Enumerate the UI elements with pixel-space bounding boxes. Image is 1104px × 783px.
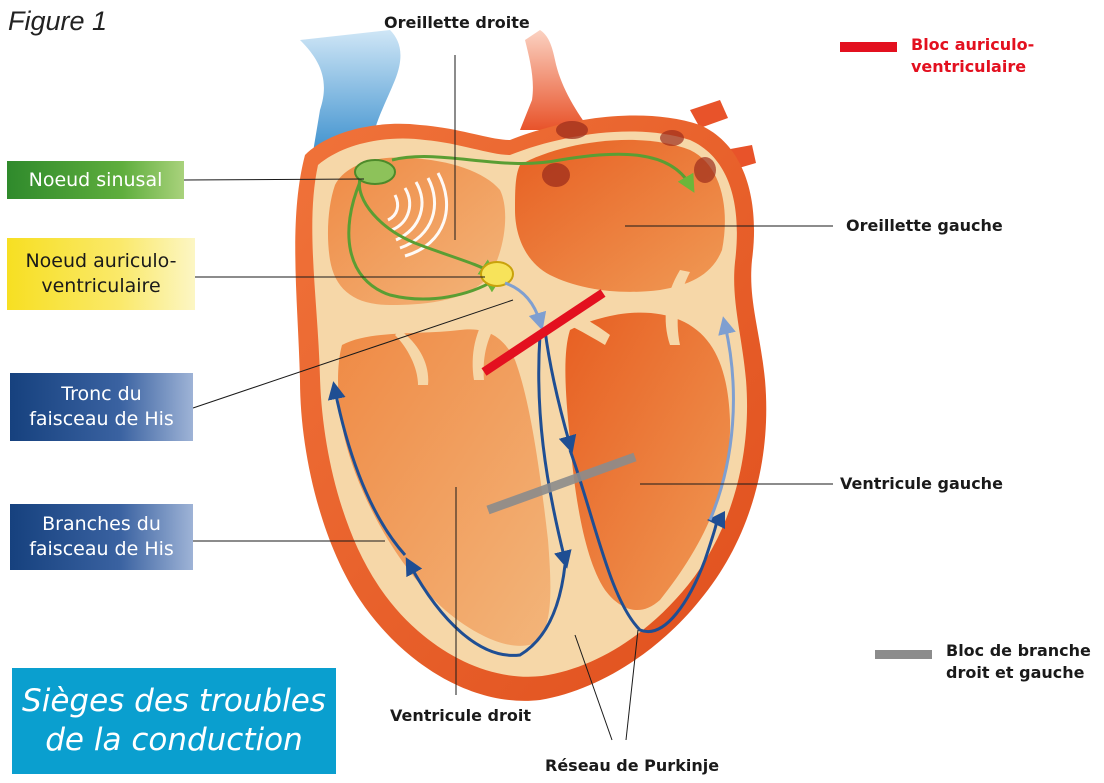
box-sieges-line1: Sièges des troubles bbox=[22, 683, 326, 719]
box-noeud-av-line2: ventriculaire bbox=[41, 275, 161, 297]
sinus-node bbox=[354, 159, 396, 185]
septum-flap-1 bbox=[472, 310, 500, 380]
his-branches bbox=[327, 316, 736, 657]
legend-bundle-branch-block: Bloc de branche droit et gauche bbox=[946, 640, 1091, 684]
box-noeud-av: Noeud auriculo- ventriculaire bbox=[7, 238, 195, 310]
septum-flap-2 bbox=[540, 300, 610, 345]
legend-swatch-bundle-branch-block bbox=[875, 650, 932, 659]
label-ventricule-gauche: Ventricule gauche bbox=[840, 474, 1003, 493]
legend-bundle-branch-line2: droit et gauche bbox=[946, 663, 1085, 682]
figure-title: Figure 1 bbox=[8, 6, 108, 36]
box-tronc-his-line1: Tronc du bbox=[61, 383, 142, 405]
box-tronc-his-line2: faisceau de His bbox=[29, 408, 174, 430]
box-branches-his-line2: faisceau de His bbox=[29, 538, 174, 560]
box-branches-his: Branches du faisceau de His bbox=[10, 504, 193, 570]
box-branches-his-line1: Branches du bbox=[42, 513, 161, 535]
av-node bbox=[480, 261, 514, 287]
tricuspid-valve bbox=[395, 330, 429, 385]
legend-swatch-av-block bbox=[840, 42, 897, 52]
left-ventricle bbox=[565, 312, 731, 611]
mitral-valve bbox=[665, 270, 690, 345]
aorta bbox=[520, 30, 590, 130]
box-tronc-his: Tronc du faisceau de His bbox=[10, 373, 193, 441]
label-oreillette-gauche: Oreillette gauche bbox=[846, 216, 1003, 235]
label-oreillette-droite: Oreillette droite bbox=[384, 13, 530, 32]
box-sieges-line2: de la conduction bbox=[45, 722, 303, 758]
legend-av-block: Bloc auriculo- ventriculaire bbox=[911, 34, 1034, 78]
box-sieges-troubles: Sièges des troubles de la conduction bbox=[12, 668, 336, 774]
sinus-conduction-paths bbox=[347, 152, 695, 301]
av-block-bar bbox=[481, 289, 606, 376]
his-bundle-trunk bbox=[504, 281, 547, 331]
legend-av-block-line2: ventriculaire bbox=[911, 57, 1027, 76]
box-noeud-av-line1: Noeud auriculo- bbox=[25, 250, 177, 272]
right-ventricle bbox=[338, 329, 551, 646]
sinus-waves bbox=[387, 172, 448, 258]
legend-av-block-line1: Bloc auriculo- bbox=[911, 35, 1035, 54]
pulmonary-ostium-3 bbox=[660, 130, 684, 146]
pulmonary-ostium-2 bbox=[542, 163, 570, 187]
box-noeud-sinusal-text: Noeud sinusal bbox=[28, 168, 163, 191]
label-ventricule-droit: Ventricule droit bbox=[390, 706, 532, 725]
bundle-branch-block-bar bbox=[486, 452, 637, 515]
label-reseau-purkinje: Réseau de Purkinje bbox=[545, 756, 720, 775]
pulmonary-ostium-4 bbox=[694, 157, 716, 183]
legend-bundle-branch-line1: Bloc de branche bbox=[946, 641, 1091, 660]
box-noeud-sinusal: Noeud sinusal bbox=[7, 161, 184, 199]
pulmonary-vein-1 bbox=[690, 100, 728, 128]
superior-vena-cava bbox=[300, 30, 401, 170]
pulmonary-ostium-1 bbox=[556, 121, 588, 139]
leader-lines bbox=[182, 55, 833, 741]
right-atrium bbox=[327, 157, 506, 305]
